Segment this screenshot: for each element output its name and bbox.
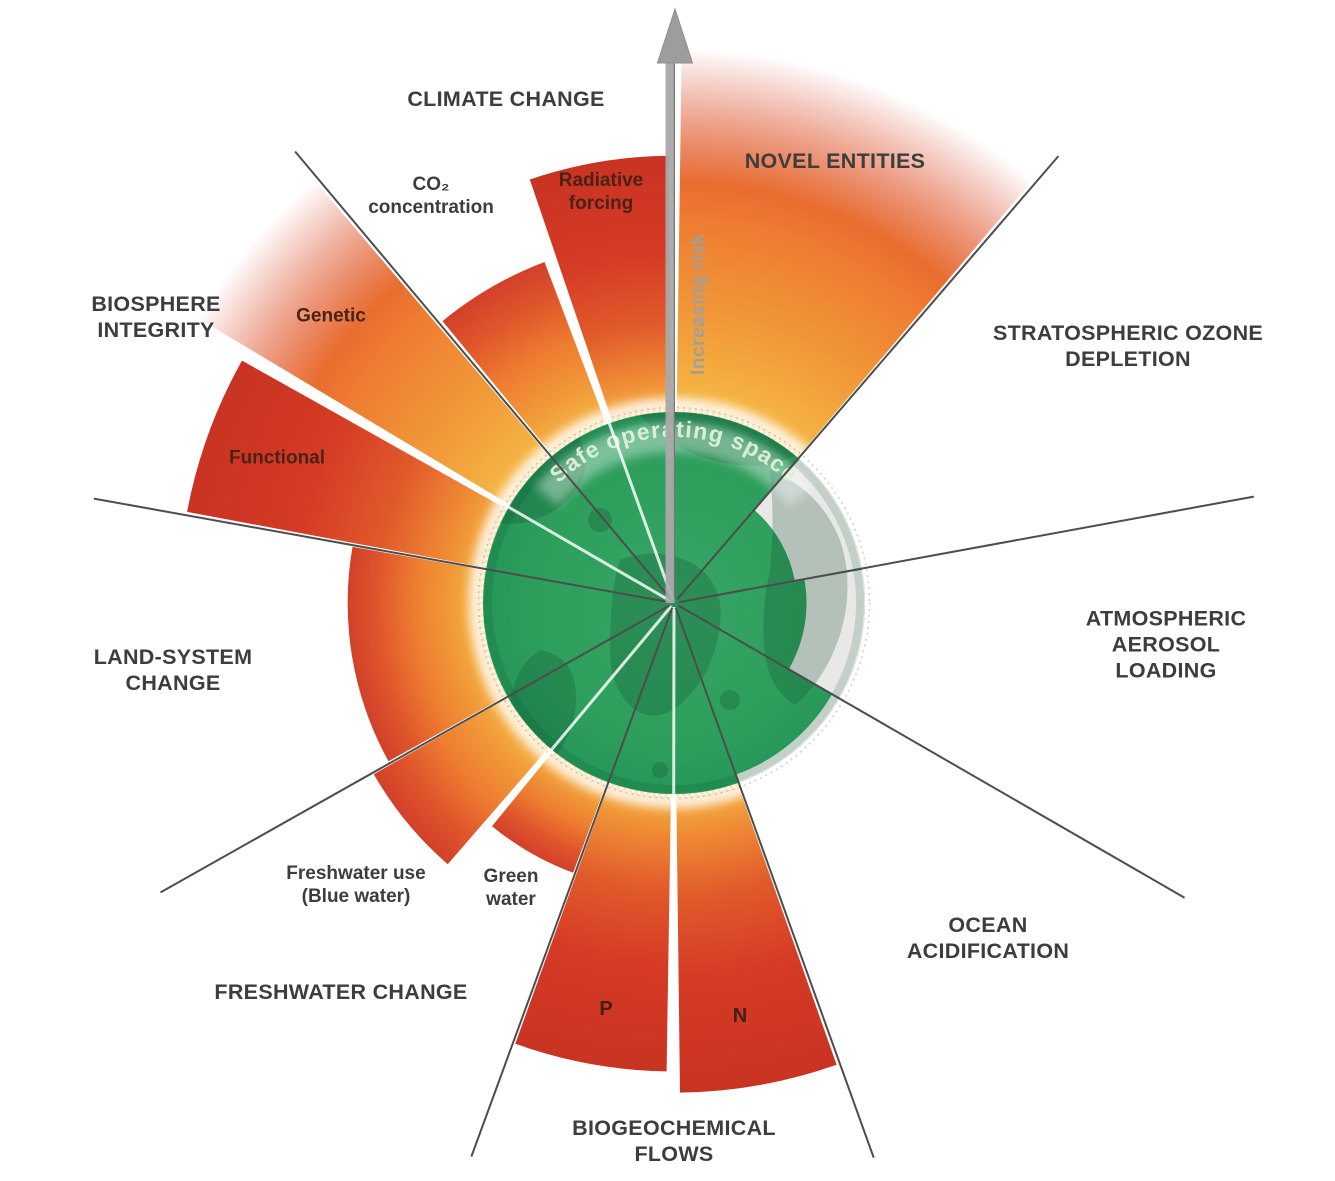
sub-wedge-separators [233,174,676,1084]
wedge-blue-water [373,696,551,865]
risk-arrow-shaft [665,42,675,603]
label-phosphorus: P [599,997,613,1020]
wedge-co2-concentration [442,262,607,457]
wedge-nitrogen [676,781,837,1093]
label-genetic: Genetic [296,305,366,327]
sector-lines [93,13,1254,1158]
wedge-genetic [192,176,552,506]
label-climate-change: CLIMATE CHANGE [407,86,605,111]
remaining-safe-aerosol-loading [789,569,865,699]
wedge-novel-entities [676,42,1037,459]
wedge-functional [187,360,510,569]
increasing-risk-axis-label: Increasing risk [688,233,709,375]
label-nitrogen: N [732,1004,748,1027]
label-freshwater-change: FRESHWATER CHANGE [214,979,468,1004]
wedge-land-system-change [347,546,509,762]
label-novel-entities: NOVEL ENTITIES [744,148,926,173]
risk-wedges [187,42,1037,1093]
label-blue-water: Freshwater use(Blue water) [286,862,426,907]
remaining-safe-ocean-acidification [736,695,842,785]
label-functional: Functional [228,447,326,469]
wedge-phosphorus [515,780,671,1072]
risk-arrow-head [656,7,694,64]
wedge-radiative-forcing [529,155,672,425]
globe [483,412,865,794]
